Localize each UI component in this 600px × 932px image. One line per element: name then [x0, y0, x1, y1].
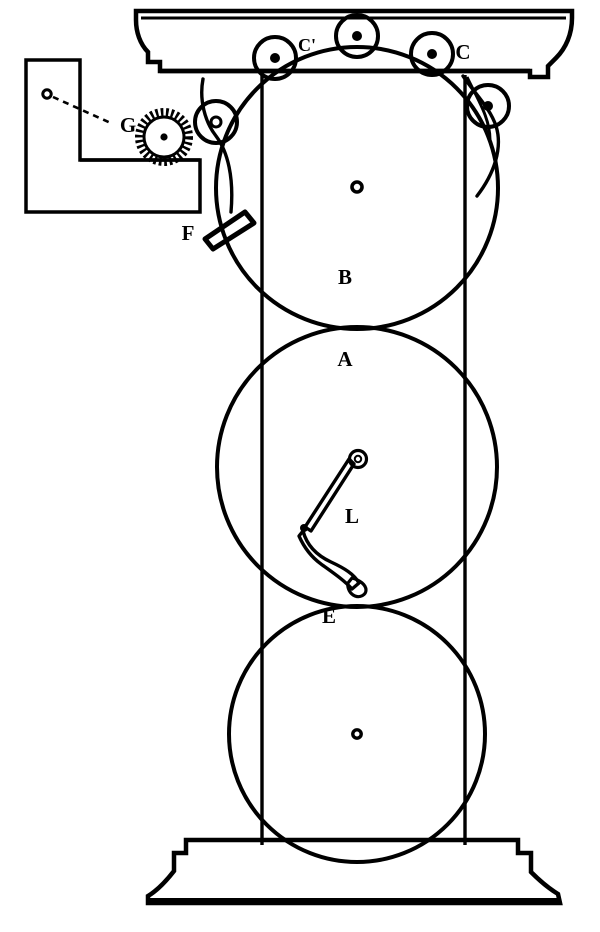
- gear-body-circle: [142, 115, 186, 159]
- bottom-pedestal-outline: [145, 837, 563, 906]
- roll-B-circle: [214, 45, 500, 331]
- label-roll-B: B: [338, 265, 352, 289]
- top-cornice-outline: [133, 8, 575, 80]
- bracket-pivot-point: [41, 88, 53, 100]
- curved-brace-straps: [200, 74, 501, 214]
- roller-left-C-prime: [252, 35, 298, 81]
- label-linkage-L: L: [345, 504, 359, 528]
- label-roller-C: C: [455, 40, 470, 64]
- roller-left-lower: [193, 99, 239, 145]
- bearing-rollers-group: [193, 13, 511, 145]
- brace-strap-right-inner: [465, 76, 492, 141]
- roller-center-top: [334, 13, 380, 59]
- gear-G-group: [135, 108, 193, 166]
- gear-outer-ring: [135, 108, 193, 166]
- left-l-bracket-group: [24, 58, 202, 214]
- brace-strap-left: [200, 77, 234, 214]
- linkage-lower-knuckle: [346, 576, 368, 599]
- left-l-bracket-outline: [24, 58, 202, 214]
- label-roller-C-prime: C': [298, 35, 316, 55]
- label-roll-E: E: [322, 604, 336, 628]
- bottom-pedestal-base-group: [145, 837, 563, 906]
- gear-hub: [160, 133, 168, 141]
- linkage-upper-pivot-hole: [353, 454, 363, 464]
- label-gear-G: G: [120, 113, 136, 137]
- hub-bottom-roll-E: [351, 728, 363, 740]
- linkage-L-group: [297, 448, 369, 599]
- brace-strap-right: [461, 74, 501, 198]
- hub-top-roll-B: [350, 180, 364, 194]
- label-handle-F: F: [182, 221, 195, 245]
- dashed-leader-to-G: [52, 95, 114, 126]
- roller-right-C: [409, 31, 455, 77]
- linkage-bell-crank-arm: [297, 529, 361, 591]
- handle-F-group: [202, 209, 257, 252]
- roll-E-circle: [227, 604, 487, 864]
- handle-F-rod: [202, 209, 257, 252]
- top-entablature-group: [133, 8, 575, 80]
- label-roll-A: A: [337, 347, 353, 371]
- linkage-upper-pivot-eye: [347, 448, 369, 470]
- labels-group: B A E L F G C C': [120, 35, 471, 628]
